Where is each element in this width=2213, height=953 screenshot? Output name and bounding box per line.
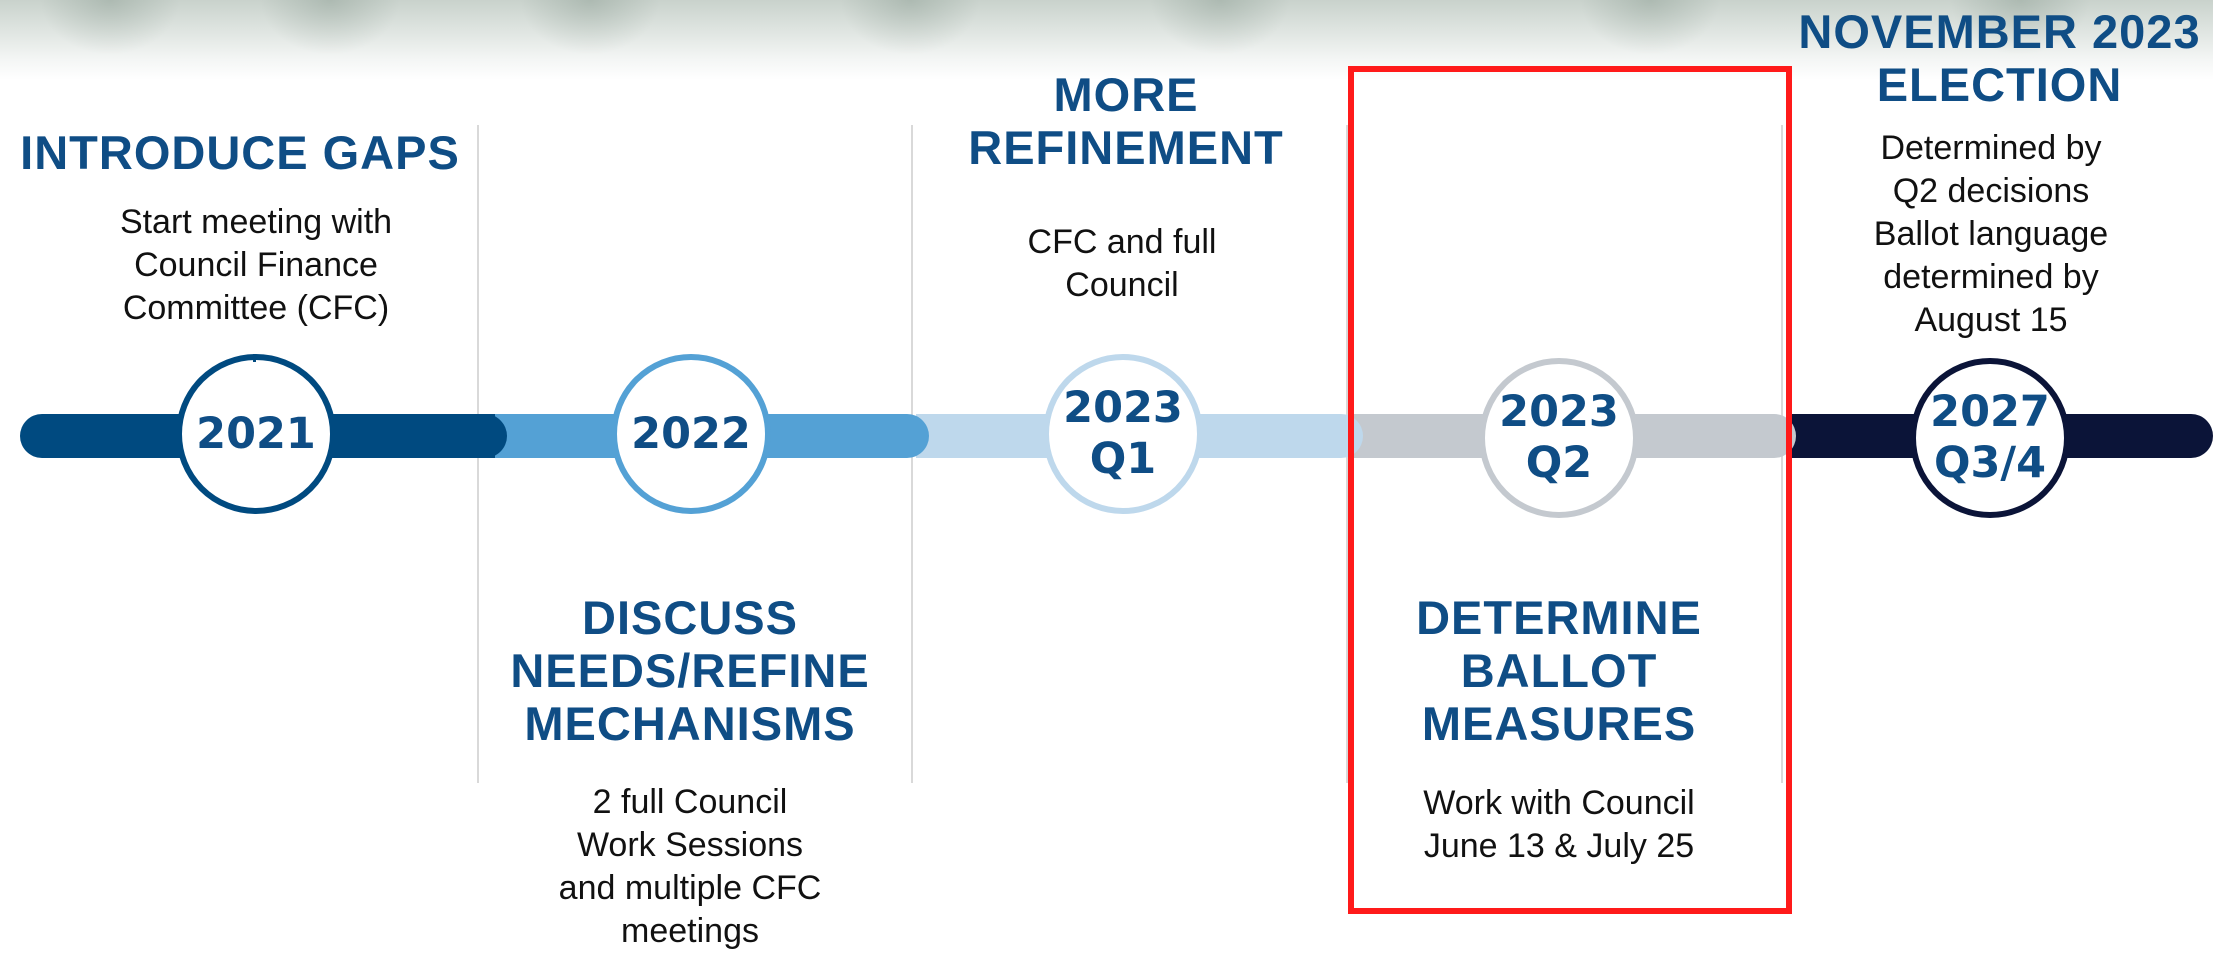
description-line: Work with Council [1423,784,1695,822]
milestone-label: Q2 [1525,438,1593,488]
heading-line: NOVEMBER 2023 [1798,5,2201,58]
background-forest-banner [0,0,2213,80]
heading-line: NEEDS/REFINE [510,644,870,697]
phase-description-2022: 2 full Council Work Sessions and multipl… [480,781,900,953]
milestone-circle-2022: 2022 [611,354,771,514]
milestone-circle-2023-q2: 2023 Q2 [1479,358,1639,518]
phase-heading-introduce-gaps: INTRODUCE GAPS [0,126,480,179]
milestone-label: Q3/4 [1933,438,2047,488]
description-line: Committee (CFC) [122,289,390,327]
heading-line: DISCUSS [582,591,798,644]
heading-line: MORE [1053,68,1199,121]
phase-heading-more-refinement: MORE REFINEMENT [914,68,1338,174]
heading-line: REFINEMENT [968,121,1284,174]
description-line: Start meeting with [119,203,393,241]
description-line: meetings [621,912,759,950]
heading-line: MECHANISMS [524,697,856,750]
milestone-label: 2023 [1499,387,1619,438]
description-line: Determined by [1880,129,2102,167]
heading-line: DETERMINE [1416,591,1702,644]
milestone-circle-2021: 2021 [176,354,336,514]
description-line: Q2 decisions [1892,172,2090,210]
heading-line: INTRODUCE GAPS [20,126,460,179]
description-line: and multiple CFC [558,869,822,907]
phase-heading-determine-ballot-measures: DETERMINE BALLOT MEASURES [1352,591,1766,750]
description-line: Council Finance [134,246,378,284]
phase-description-2021: Start meeting with Council Finance Commi… [0,201,512,330]
milestone-label: 2023 [1063,383,1183,434]
description-line: 2 full Council [592,783,788,821]
phase-heading-november-election: NOVEMBER 2023 ELECTION [1786,5,2213,111]
description-line: CFC and full [1027,223,1217,261]
heading-line: BALLOT [1460,644,1658,697]
milestone-label: 2021 [196,408,316,459]
description-line: August 15 [1914,301,2068,339]
milestone-circle-2023-q1: 2023 Q1 [1043,354,1203,514]
description-line: June 13 & July 25 [1423,827,1695,865]
description-line: Council [1065,266,1179,304]
milestone-label: Q1 [1089,434,1157,484]
phase-description-2023-q2: Work with Council June 13 & July 25 [1352,782,1766,868]
milestone-label: 2022 [631,408,751,459]
description-line: Work Sessions [576,826,804,864]
milestone-tick-mark [253,354,256,362]
heading-line: MEASURES [1421,697,1697,750]
phase-description-2023-q1: CFC and full Council [914,221,1330,307]
heading-line: ELECTION [1876,58,2123,111]
milestone-circle-2027: 2027 Q3/4 [1910,358,2070,518]
phase-heading-discuss-needs: DISCUSS NEEDS/REFINE MECHANISMS [480,591,900,750]
description-line: determined by [1883,258,2099,296]
highlight-box-current-phase [1348,66,1792,914]
phase-description-2027: Determined by Q2 decisions Ballot langua… [1786,127,2196,342]
description-line: Ballot language [1873,215,2109,253]
milestone-label: 2027 [1930,387,2050,438]
